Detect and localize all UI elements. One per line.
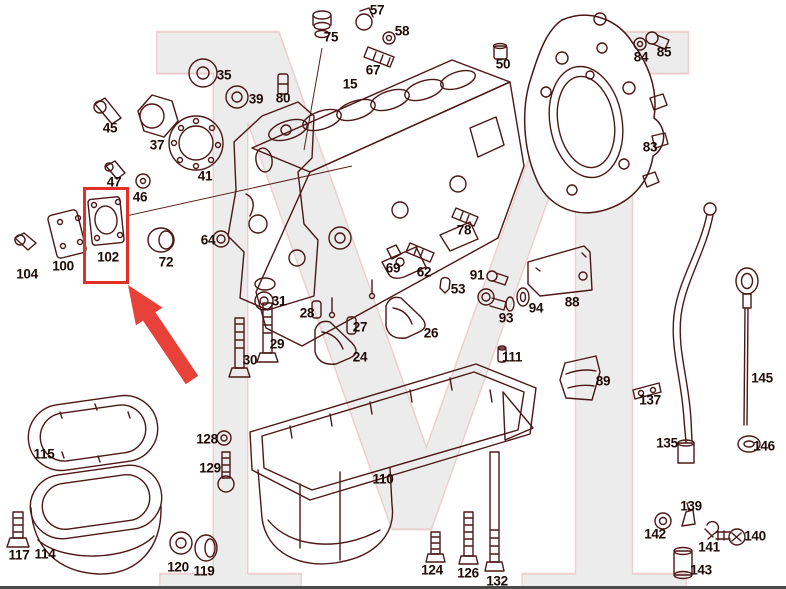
cylinder-head-drawing — [228, 102, 318, 310]
lower-oil-pan-drawing — [7, 391, 504, 574]
dipstick-drawing — [633, 203, 760, 579]
bottom-edge-strip — [0, 586, 786, 589]
engine-block-drawing — [252, 60, 524, 346]
bearing-caps-drawing — [229, 292, 425, 377]
upper-oil-pan-drawing — [250, 364, 536, 564]
highlight-box — [83, 187, 129, 284]
small-parts-top — [94, 8, 669, 188]
flywheel-housing-drawing — [525, 13, 668, 213]
small-parts-middle — [15, 196, 600, 400]
leader-lines — [126, 48, 352, 216]
